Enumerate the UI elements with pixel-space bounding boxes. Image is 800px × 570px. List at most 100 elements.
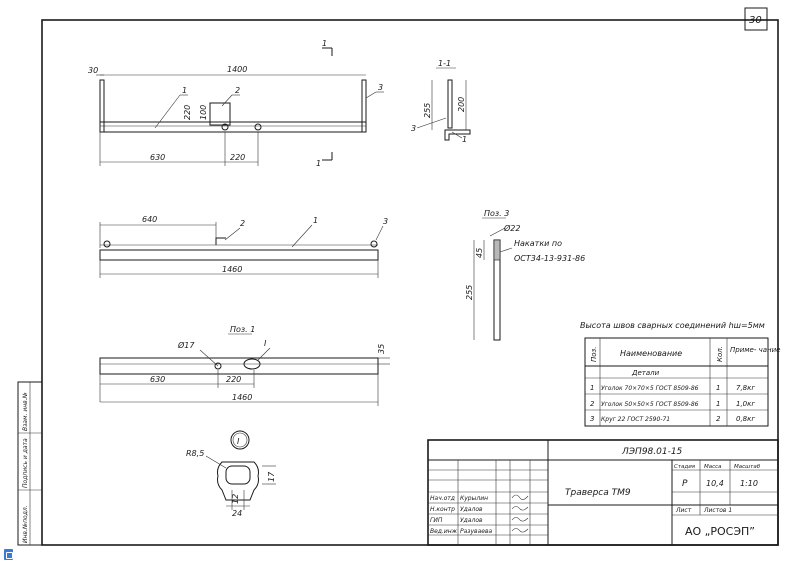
drawing-title: Траверса ТМ9 <box>565 488 631 498</box>
mass-label: Масса <box>704 464 722 470</box>
spec-row-2-pos: 2 <box>590 400 595 408</box>
angle-small <box>209 102 231 126</box>
spec-header-pos: Поз. <box>590 347 598 363</box>
staff-4-name: Разуваева <box>460 528 492 535</box>
staff-1-role: Нач.отд <box>430 495 455 502</box>
section-callout-3: 3 <box>411 124 416 133</box>
stage-value: Р <box>682 479 688 489</box>
spec-header-name: Наименование <box>620 349 682 358</box>
pos3-note-1: Накатки по <box>514 239 562 248</box>
main-view: 1400 30 630 220 220 100 1 1 1 2 3 <box>88 39 384 168</box>
weld-note: Высота швов сварных соединений hш=5мм <box>580 321 765 330</box>
spec-table: Поз. Наименование Кол. Приме- чание Дета… <box>584 337 780 427</box>
dim-255: 255 <box>423 103 432 118</box>
side-stamp-inv: Инв.№подл. <box>22 505 29 543</box>
callout-1: 1 <box>182 86 187 95</box>
top-callout-1: 1 <box>313 216 318 225</box>
stage-label: Стадия <box>674 464 696 470</box>
detail-dim-12: 12 <box>231 494 240 504</box>
angle-main <box>99 121 367 133</box>
spec-row-3-note: 0,8кг <box>736 415 755 423</box>
dim-640: 640 <box>142 215 157 224</box>
spec-row-1-qty: 1 <box>716 384 720 392</box>
spec-row-3-name: Круг 22 ГОСТ 2590-71 <box>601 416 670 423</box>
spec-header-qty: Кол. <box>716 346 724 362</box>
detail-dim-24: 24 <box>232 509 242 518</box>
staff-2-name: Удалов <box>460 506 483 513</box>
page-number-box <box>744 7 768 31</box>
signature-2 <box>511 506 529 511</box>
spec-section: Детали <box>631 369 660 377</box>
staff-1-name: Курылин <box>460 495 488 502</box>
scale-value: 1:10 <box>740 479 758 488</box>
spec-row-3-pos: 3 <box>590 415 594 423</box>
pos1-title: Поз. 1 <box>230 325 255 334</box>
dim-220: 220 <box>230 153 245 162</box>
rod-left <box>99 79 105 133</box>
staff-3-name: Удалов <box>460 517 483 524</box>
pos1-detail-mark: I <box>264 339 267 348</box>
pos1-dia: Ø17 <box>177 340 195 350</box>
detail-slot <box>225 465 251 485</box>
top-view-angle <box>99 249 379 261</box>
organization: АО „РОСЭП” <box>685 525 755 538</box>
pos3-dia: Ø22 <box>503 223 520 233</box>
dim-1460-top: 1460 <box>222 265 242 274</box>
dim-630: 630 <box>150 153 165 162</box>
pos3-dim-255: 255 <box>465 285 474 300</box>
top-callout-2: 2 <box>240 219 245 228</box>
pos1-view: Поз. 1 Ø17 I 630 220 1460 35 <box>99 325 390 406</box>
section-title: 1-1 <box>438 59 451 68</box>
section-callout-1: 1 <box>462 135 467 144</box>
signature-4 <box>511 528 529 533</box>
signature-1 <box>511 494 529 500</box>
detail-mark: I <box>237 437 240 446</box>
section-mark-bottom: 1 <box>316 159 321 168</box>
top-view: 640 1460 2 1 3 <box>99 215 388 278</box>
dim-h220: 220 <box>183 105 192 120</box>
sheet-label: Лист <box>675 507 692 514</box>
spec-row-1-name: Уголок 70×70×5 ГОСТ 8509-86 <box>601 385 699 392</box>
spec-row-1-note: 7,8кг <box>736 384 755 392</box>
dim-30: 30 <box>88 66 98 75</box>
top-callout-3: 3 <box>383 217 388 226</box>
staff-3-role: ГИП <box>430 517 443 524</box>
side-stamp-replace: Взам. инв.№ <box>22 392 29 431</box>
pos1-dim-630: 630 <box>150 375 165 384</box>
detail-dim-17: 17 <box>267 471 276 482</box>
dim-200: 200 <box>457 97 466 112</box>
scale-label: Масштаб <box>734 464 761 470</box>
staff-2-role: Н.контр <box>430 506 455 513</box>
page-number: 30 <box>749 15 762 26</box>
pos3-dim-45: 45 <box>475 248 484 258</box>
pdf-icon <box>4 549 13 560</box>
pos1-dim-1460: 1460 <box>232 393 252 402</box>
rod-right <box>361 79 367 133</box>
section-mark-top: 1 <box>322 39 327 48</box>
pos3-note-2: ОСТ34-13-931-86 <box>514 254 585 263</box>
pos1-angle <box>99 357 379 375</box>
detail-radius: R8,5 <box>186 449 204 458</box>
pos3-view: Поз. 3 Ø22 45 255 Накатки по ОСТ34-13-93… <box>465 209 585 341</box>
doc-code: ЛЭП98.01-15 <box>621 447 683 457</box>
callout-2: 2 <box>235 86 240 95</box>
pos1-dim-35: 35 <box>377 344 386 354</box>
spec-row-1-pos: 1 <box>590 384 594 392</box>
dim-h100: 100 <box>199 105 208 120</box>
spec-row-3-qty: 2 <box>716 415 721 423</box>
spec-row-2-qty: 1 <box>716 400 720 408</box>
sheets-label: Листов 1 <box>703 507 732 514</box>
spec-row-2-note: 1,0кг <box>736 400 755 408</box>
dim-1400: 1400 <box>227 65 247 74</box>
title-block: ЛЭП98.01-15 Траверса ТМ9 Стадия Масса Ма… <box>427 439 779 546</box>
pos1-slot <box>243 358 261 370</box>
detail-I: I R8,5 17 12 24 <box>186 430 276 518</box>
mass-value: 10,4 <box>706 479 724 488</box>
pos3-title: Поз. 3 <box>484 209 509 218</box>
signature-3 <box>511 517 529 522</box>
staff-4-role: Вед.инж <box>430 528 458 535</box>
side-stamp: Инв.№подл. Подпись и дата Взам. инв.№ <box>17 381 43 546</box>
sheet-frame <box>41 19 779 546</box>
